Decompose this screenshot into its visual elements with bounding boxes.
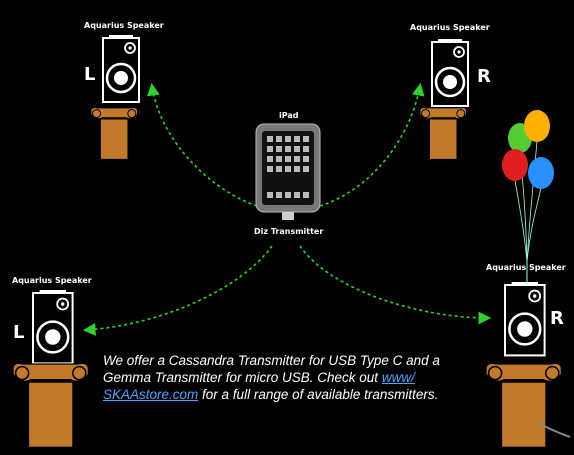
power-cable (539, 423, 571, 438)
speaker-top-trim (438, 39, 462, 42)
skaastore-link[interactable]: www/ SKAAstore.com (103, 370, 415, 402)
caption-text-after: for a full range of available transmitte… (198, 387, 439, 402)
tweeter-icon (56, 297, 70, 311)
speaker-label-top-right: Aquarius Speaker (410, 23, 490, 32)
pedestal-capital (12, 362, 90, 382)
woofer-icon (434, 66, 466, 98)
signal-line-bottom-left (82, 245, 273, 336)
volute-right-icon (127, 109, 137, 119)
tweeter-center (128, 46, 132, 50)
pedestal-bottom-right (485, 362, 563, 448)
tweeter-center (457, 50, 461, 54)
pedestal-capital (419, 107, 467, 120)
volute-left-icon (92, 109, 102, 119)
caption-text-before: We offer a Cassandra Transmitter for USB… (103, 353, 440, 385)
woofer-center (114, 71, 128, 85)
speaker-top-left (102, 35, 140, 103)
caption-text: We offer a Cassandra Transmitter for USB… (103, 352, 483, 403)
volute-right-icon (545, 365, 560, 381)
balloon-blue (528, 157, 554, 189)
pedestal-bottom-left (12, 362, 90, 448)
transmitter-label: Diz Transmitter (254, 227, 324, 236)
balloon-orange (524, 110, 550, 142)
pedestal-capital (485, 362, 563, 382)
signal-line-top-right (319, 82, 425, 207)
signal-lines (82, 82, 492, 336)
volute-right-icon (72, 365, 87, 381)
tweeter-center (60, 302, 65, 306)
woofer-center (517, 321, 533, 337)
volute-left-icon (14, 365, 30, 381)
speaker-top-trim (511, 282, 538, 285)
pedestal-column (28, 381, 74, 448)
app-grid-icon (267, 136, 309, 198)
tweeter-icon (528, 289, 542, 303)
tweeter-icon (453, 46, 465, 58)
woofer-center (45, 329, 61, 345)
woofer-center (443, 75, 457, 89)
channel-label-top-right: R (477, 66, 491, 87)
pedestal-top-right (419, 107, 467, 160)
speaker-top-right (431, 39, 469, 107)
volute-left-icon (487, 365, 503, 381)
pedestal-top-left (90, 107, 138, 160)
signal-line-top-left (147, 82, 258, 207)
volute-right-icon (456, 109, 466, 119)
woofer-icon (508, 312, 542, 346)
speaker-top-trim (39, 290, 66, 293)
ipad-device (255, 123, 321, 220)
speaker-bottom-left (32, 290, 74, 365)
pedestal-capital (90, 107, 138, 120)
tweeter-icon (124, 42, 136, 54)
channel-label-bottom-left: L (13, 322, 25, 343)
speaker-top-trim (109, 35, 133, 38)
channel-label-bottom-right: R (550, 308, 564, 329)
speaker-label-bottom-right: Aquarius Speaker (486, 263, 566, 272)
tweeter-center (532, 294, 537, 298)
speaker-label-top-left: Aquarius Speaker (84, 21, 164, 30)
balloons (502, 110, 554, 285)
woofer-icon (36, 320, 70, 354)
pedestal-column (100, 118, 129, 160)
transmitter-dongle (282, 212, 294, 220)
volute-left-icon (421, 109, 431, 119)
pedestal-column (429, 118, 458, 160)
speaker-bottom-right (504, 282, 546, 357)
signal-line-bottom-right (299, 245, 492, 325)
woofer-icon (105, 62, 137, 94)
ipad-label: iPad (279, 111, 299, 120)
balloon-red (502, 149, 528, 181)
pedestal-column (501, 381, 547, 448)
speaker-label-bottom-left: Aquarius Speaker (12, 276, 92, 285)
channel-label-top-left: L (84, 64, 96, 85)
